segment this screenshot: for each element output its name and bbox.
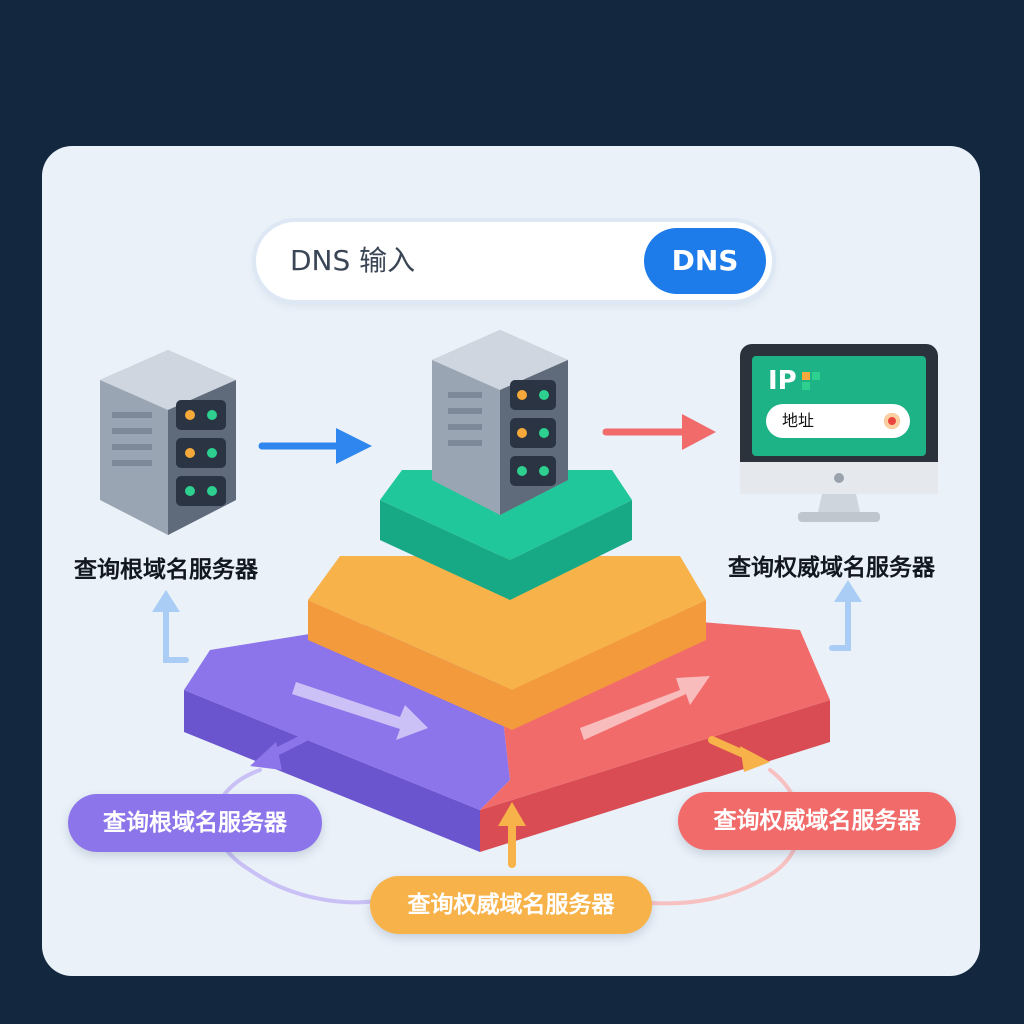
arrow-down-right-icon [708, 736, 770, 772]
root-server-icon [100, 350, 236, 535]
middle-layer-orange [308, 556, 706, 730]
arrow-up-icon [163, 593, 851, 663]
monitor-address-bar: 地址 [766, 404, 910, 438]
screen-ip-badge: IP [768, 366, 797, 396]
status-dot-icon [884, 413, 900, 429]
dns-query-button[interactable]: DNS [644, 228, 766, 294]
pill-auth-server-bottom: 查询权威域名服务器 [370, 876, 652, 934]
arrow-down-left-icon [250, 734, 308, 770]
pill-auth-server-right: 查询权威域名服务器 [678, 792, 956, 850]
arrow-up-icon [498, 802, 526, 868]
arrow-right-icon [258, 428, 372, 464]
dns-search-bar: DNS [256, 222, 772, 300]
platform-arrows [292, 676, 710, 740]
root-server-label: 查询根域名服务器 [74, 557, 258, 583]
arrow-heads [152, 580, 862, 612]
auth-server-label: 查询权威域名服务器 [728, 555, 935, 581]
top-layer-green [380, 470, 632, 600]
monitor-address-text: 地址 [782, 411, 815, 430]
pill-root-server: 查询根域名服务器 [68, 794, 322, 852]
dns-search-input[interactable] [290, 222, 620, 300]
center-server-icon [432, 330, 568, 515]
arrow-right-icon [602, 414, 716, 450]
